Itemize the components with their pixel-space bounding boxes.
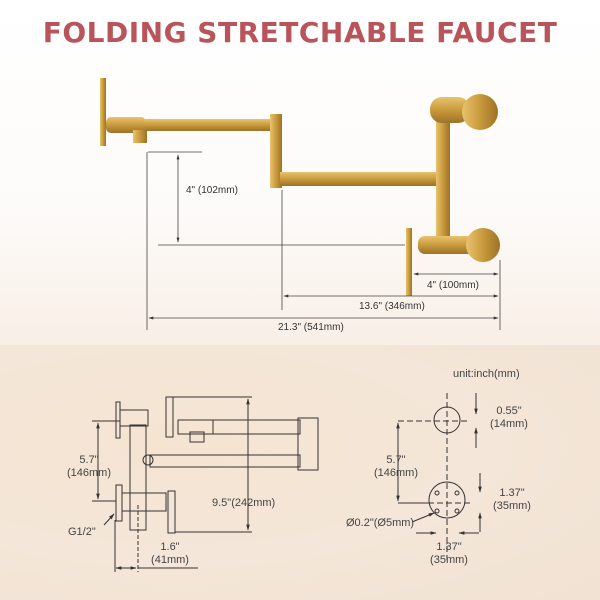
top-offset-in: 0.55" [496,405,522,417]
unit-label: unit:inch(mm) [453,368,520,380]
side-view-drawing [92,396,319,572]
side-spacing-in: 5.7" [79,454,99,466]
page-title: FOLDING STRETCHABLE FAUCET [42,16,558,49]
flange-height-in: 1.37" [499,487,525,499]
flange-height-dimension: 1.37" (35mm) [488,487,536,513]
top-offset-mm: (14mm) [490,418,528,430]
top-offset-dimension: 0.55" (14mm) [485,405,533,431]
height-dimension: 4" (102mm) [186,185,238,196]
depth-dimension: 1.6" (41mm) [145,541,195,567]
total-length-dimension: 21.3" (541mm) [278,322,344,333]
front-spacing-in: 5.7" [386,454,406,466]
hole-diameter-label: Ø0.2"(Ø5mm) [346,517,415,529]
arm-dimension: 13.6" (346mm) [359,301,425,312]
total-height-dimension: 9.5"(242mm) [212,497,276,509]
depth-in: 1.6" [160,541,180,553]
depth-mm: (41mm) [151,554,189,566]
side-spacing-mm: (146mm) [66,467,111,479]
flange-width-dimension: 1.37" (35mm) [425,541,473,567]
top-dimension-lines [146,151,501,330]
faucet-photo [100,78,500,296]
thread-label: G1/2" [68,526,96,538]
front-view-drawing [396,393,482,560]
flange-height-mm: (35mm) [493,500,531,512]
side-spacing-dimension: 5.7" (146mm) [66,454,112,480]
handle-offset-dimension: 4" (100mm) [427,280,479,291]
front-spacing-mm: (146mm) [373,467,418,479]
flange-width-mm: (35mm) [430,554,468,566]
flange-width-in: 1.37" [436,541,462,553]
bottom-panel [0,345,600,600]
front-spacing-dimension: 5.7" (146mm) [372,454,420,480]
